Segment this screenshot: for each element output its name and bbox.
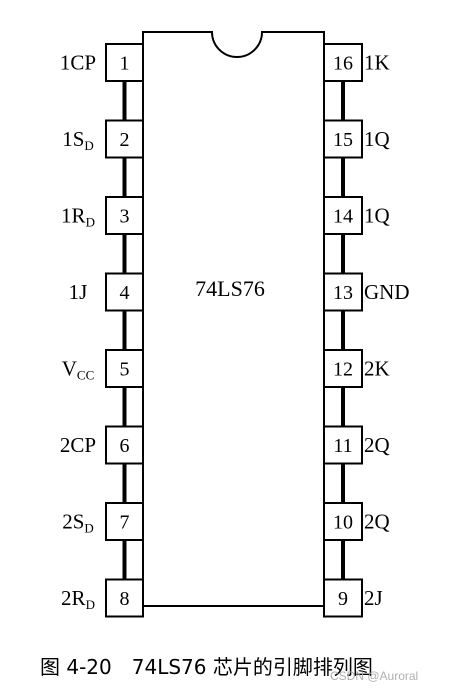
pin-14-number: 14 [333, 206, 353, 228]
pin-7-number: 7 [120, 512, 130, 534]
pin-8-box [105, 578, 144, 618]
pin-6-number: 6 [120, 435, 130, 457]
pin-9-box [323, 578, 363, 618]
pin-16-label: 1K [364, 51, 390, 75]
figure-caption: 图 4-20 74LS76 芯片的引脚排列图 [40, 655, 373, 679]
pin-2-label: 1SD [62, 127, 94, 153]
pin-label-main: 2S [62, 510, 84, 534]
pin-1-number: 1 [120, 53, 130, 75]
pin-14-label: 1Q [364, 204, 390, 228]
pin-12-number: 12 [333, 359, 353, 381]
pin-2-box [105, 119, 144, 159]
pin-label-subscript: D [86, 215, 95, 230]
pin-16-number: 16 [333, 53, 353, 75]
pin-label-main: GND [364, 280, 410, 304]
pin-3-label: 1RD [61, 204, 95, 230]
pin-12-label: 2K [364, 357, 390, 381]
pin-10-number: 10 [333, 512, 353, 534]
pin-15-label: 1Q [364, 127, 390, 151]
pin-3-number: 3 [120, 206, 130, 228]
pin-label-subscript: D [84, 521, 93, 536]
pin-label-main: 2R [61, 586, 86, 610]
pin-14-box [323, 196, 363, 235]
pin-4-label: 1J [69, 280, 88, 304]
pin-label-main: 2K [364, 357, 390, 381]
pin-label-subscript: CC [77, 368, 94, 383]
pin-3-box [105, 196, 144, 235]
pin-9-label: 2J [364, 586, 383, 610]
pin-10-label: 2Q [364, 510, 390, 534]
right-pins: 16 1K 15 1Q 14 1Q 13 GND 12 2K 11 2Q 10 2Q 9 2J [323, 43, 410, 618]
chip-body [142, 31, 325, 607]
pin-9-number: 9 [338, 588, 348, 610]
pin-6-label: 2CP [60, 433, 96, 457]
pin-label-subscript: D [84, 138, 93, 153]
pin-5-number: 5 [120, 359, 130, 381]
watermark: CSDN @Auroral [330, 669, 418, 683]
pin-1-label: 1CP [60, 51, 96, 75]
pin-label-main: 1CP [60, 51, 96, 75]
pin-7-box [105, 502, 144, 541]
pin-5-box [105, 349, 144, 388]
pin-15-number: 15 [333, 129, 353, 151]
pin-8-number: 8 [120, 588, 130, 610]
pin-8-label: 2RD [61, 586, 95, 612]
pin-label-main: 2Q [364, 510, 390, 534]
pin-15-box [323, 119, 363, 159]
pin-13-box [323, 272, 363, 312]
pin-label-main: 1J [69, 280, 88, 304]
pin-label-main: 2J [364, 586, 383, 610]
pin-label-main: 1R [61, 204, 86, 228]
pin-6-box [105, 425, 144, 465]
pin-11-number: 11 [333, 435, 352, 457]
pin-7-label: 2SD [62, 510, 94, 536]
pin-label-main: 1K [364, 51, 390, 75]
pin-label-main: V [62, 357, 77, 381]
pin-11-label: 2Q [364, 433, 390, 457]
pin-2-number: 2 [120, 129, 130, 151]
pin-label-subscript: D [86, 597, 95, 612]
pin-4-number: 4 [120, 282, 130, 304]
pin-13-number: 13 [333, 282, 353, 304]
pin-label-main: 2CP [60, 433, 96, 457]
pin-label-main: 1Q [364, 204, 390, 228]
pin-label-main: 1Q [364, 127, 390, 151]
pin-12-box [323, 349, 363, 388]
pin-13-label: GND [364, 280, 410, 304]
pin-label-main: 2Q [364, 433, 390, 457]
chip-name: 74LS76 [195, 276, 265, 301]
pin-label-main: 1S [62, 127, 84, 151]
pin-5-label: VCC [62, 357, 95, 383]
